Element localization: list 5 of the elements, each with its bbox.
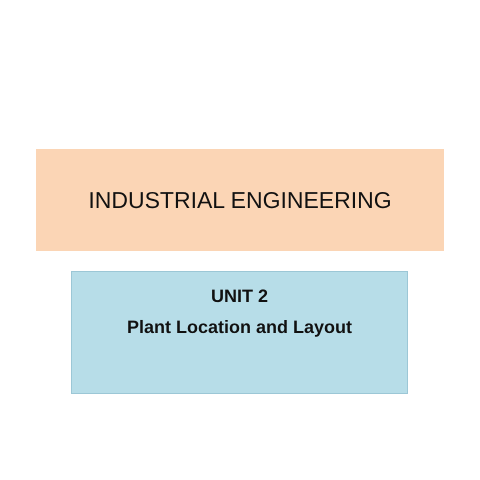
unit-label: UNIT 2 — [210, 286, 268, 307]
heading-text: INDUSTRIAL ENGINEERING — [88, 186, 392, 214]
title-box — [36, 149, 444, 251]
subtitle-box — [71, 271, 408, 394]
subtitle-text: Plant Location and Layout — [126, 317, 352, 338]
